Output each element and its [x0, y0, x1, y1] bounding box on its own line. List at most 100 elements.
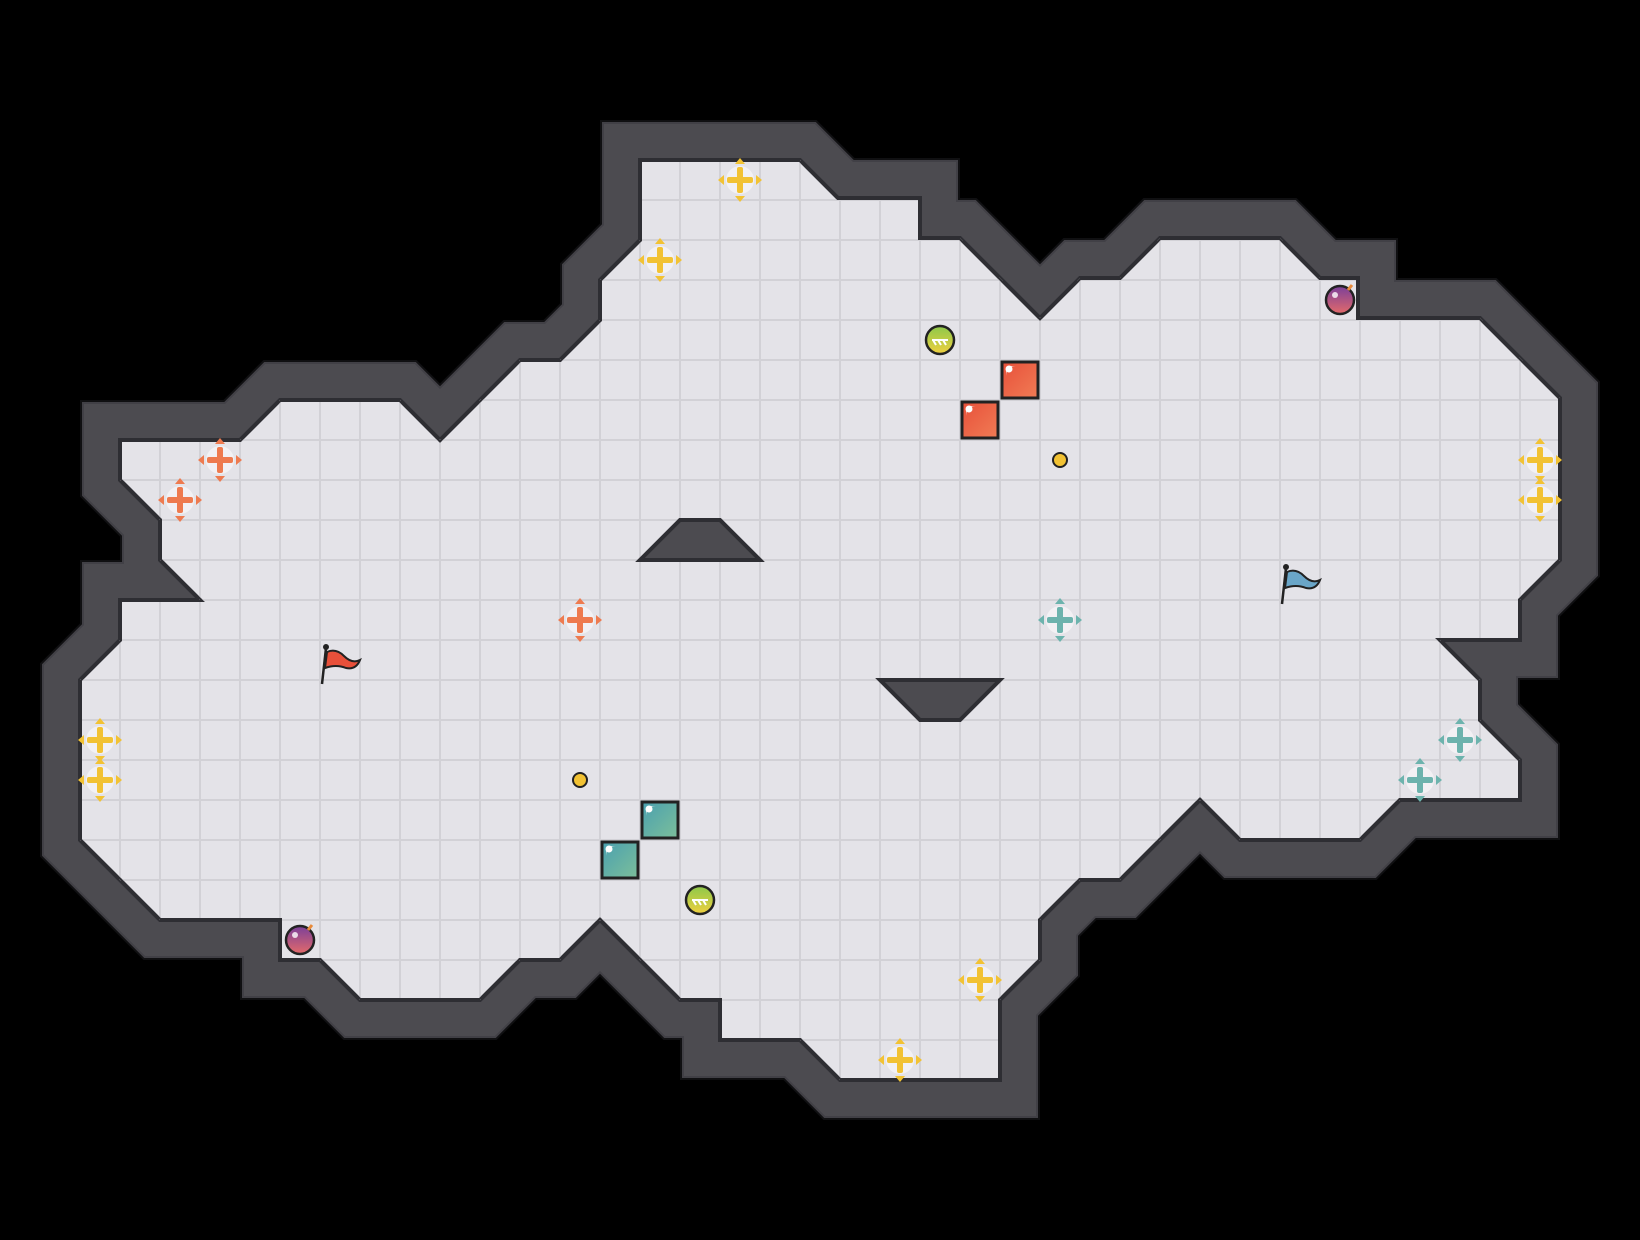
yellow-boost-icon: [1518, 438, 1562, 482]
blue-boost-icon: [1438, 718, 1482, 762]
boost-arrow: [575, 598, 585, 604]
boost-arrow: [1398, 775, 1404, 785]
bomb-fuse: [306, 924, 314, 931]
floor-border: [80, 160, 1560, 1080]
flag-top: [1283, 564, 1289, 570]
boost-arrow: [116, 735, 122, 745]
boost-arm-horizontal: [887, 1057, 913, 1063]
boost-arm-horizontal: [1047, 617, 1073, 623]
boost-arrow: [196, 495, 202, 505]
boost-arrow: [975, 996, 985, 1002]
boost-arm-horizontal: [167, 497, 193, 503]
boost-arm-horizontal: [967, 977, 993, 983]
coin-icon: [1052, 452, 1068, 468]
boost-arrow: [95, 796, 105, 802]
boost-arm-horizontal: [1527, 497, 1553, 503]
boost-arrow: [735, 158, 745, 164]
boost-arrow: [558, 615, 564, 625]
boost-arrow: [175, 516, 185, 522]
boost-arrow: [198, 455, 204, 465]
boost-arrow: [996, 975, 1002, 985]
bomb-shine: [1332, 292, 1338, 298]
tile-shine: [605, 845, 613, 853]
boost-arrow: [95, 758, 105, 764]
boost-arrow: [878, 1055, 884, 1065]
boost-arrow: [1535, 478, 1545, 484]
tile-body: [1000, 360, 1040, 400]
boost-arrow: [638, 255, 644, 265]
yellow-boost-icon: [958, 958, 1002, 1002]
boost-arrow: [1535, 438, 1545, 444]
boost-arm-horizontal: [567, 617, 593, 623]
boost-arrow: [1476, 735, 1482, 745]
item-layer: [78, 158, 1562, 1082]
red-spawn-tile: [1000, 360, 1040, 400]
blue-flag-icon: [1280, 564, 1322, 605]
wall-obstacle-upper: [635, 518, 765, 562]
yellow-boost-icon: [78, 758, 122, 802]
bomb-fuse: [1346, 284, 1354, 291]
boost-arrow: [655, 238, 665, 244]
blue-spawn-tile: [640, 800, 680, 840]
boost-arrow: [596, 615, 602, 625]
boost-arrow: [1556, 455, 1562, 465]
boost-arrow: [175, 478, 185, 484]
boost-arrow: [1535, 516, 1545, 522]
boost-arrow: [1518, 495, 1524, 505]
bomb-shine: [292, 932, 298, 938]
bomb-icon: [1324, 284, 1356, 316]
blue-boost-icon: [1038, 598, 1082, 642]
wall-obstacle-lower: [875, 678, 1005, 722]
red-flag-icon: [320, 644, 362, 685]
boost-arrow: [215, 476, 225, 482]
yellow-boost-icon: [718, 158, 762, 202]
boost-arrow: [718, 175, 724, 185]
boost-arm-horizontal: [87, 777, 113, 783]
boost-arrow: [116, 775, 122, 785]
boost-arrow: [975, 958, 985, 964]
boost-arrow: [1055, 636, 1065, 642]
boost-arrow: [1455, 718, 1465, 724]
flag-cloth: [323, 649, 362, 670]
boost-arrow: [236, 455, 242, 465]
boost-arrow: [1518, 455, 1524, 465]
blue-boost-icon: [1398, 758, 1442, 802]
boost-arrow: [215, 438, 225, 444]
boost-arrow: [78, 775, 84, 785]
bomb-body: [284, 924, 316, 956]
boost-arrow: [676, 255, 682, 265]
boost-arm-horizontal: [207, 457, 233, 463]
red-spawn-tile: [960, 400, 1000, 440]
boost-arrow: [958, 975, 964, 985]
yellow-boost-icon: [638, 238, 682, 282]
yellow-boost-icon: [1518, 478, 1562, 522]
powerup-marks: [932, 339, 948, 346]
boost-arrow: [1436, 775, 1442, 785]
boost-arrow: [1055, 598, 1065, 604]
bomb-body: [1324, 284, 1356, 316]
boost-arrow: [735, 196, 745, 202]
boost-arrow: [158, 495, 164, 505]
boost-arrow: [95, 718, 105, 724]
flag-cloth: [1283, 569, 1322, 590]
boost-arrow: [1438, 735, 1444, 745]
red-boost-icon: [198, 438, 242, 482]
boost-arm-horizontal: [1447, 737, 1473, 743]
powerup-icon: [684, 884, 716, 916]
red-boost-icon: [158, 478, 202, 522]
boost-arm-horizontal: [727, 177, 753, 183]
boost-arrow: [575, 636, 585, 642]
coin-icon: [572, 772, 588, 788]
bomb-icon: [284, 924, 316, 956]
boost-arrow: [756, 175, 762, 185]
boost-arm-horizontal: [87, 737, 113, 743]
boost-arrow: [916, 1055, 922, 1065]
red-boost-icon: [558, 598, 602, 642]
flag-top: [323, 644, 329, 650]
boost-arrow: [1415, 796, 1425, 802]
yellow-boost-icon: [78, 718, 122, 762]
blue-spawn-tile: [600, 840, 640, 880]
boost-arm-horizontal: [1527, 457, 1553, 463]
